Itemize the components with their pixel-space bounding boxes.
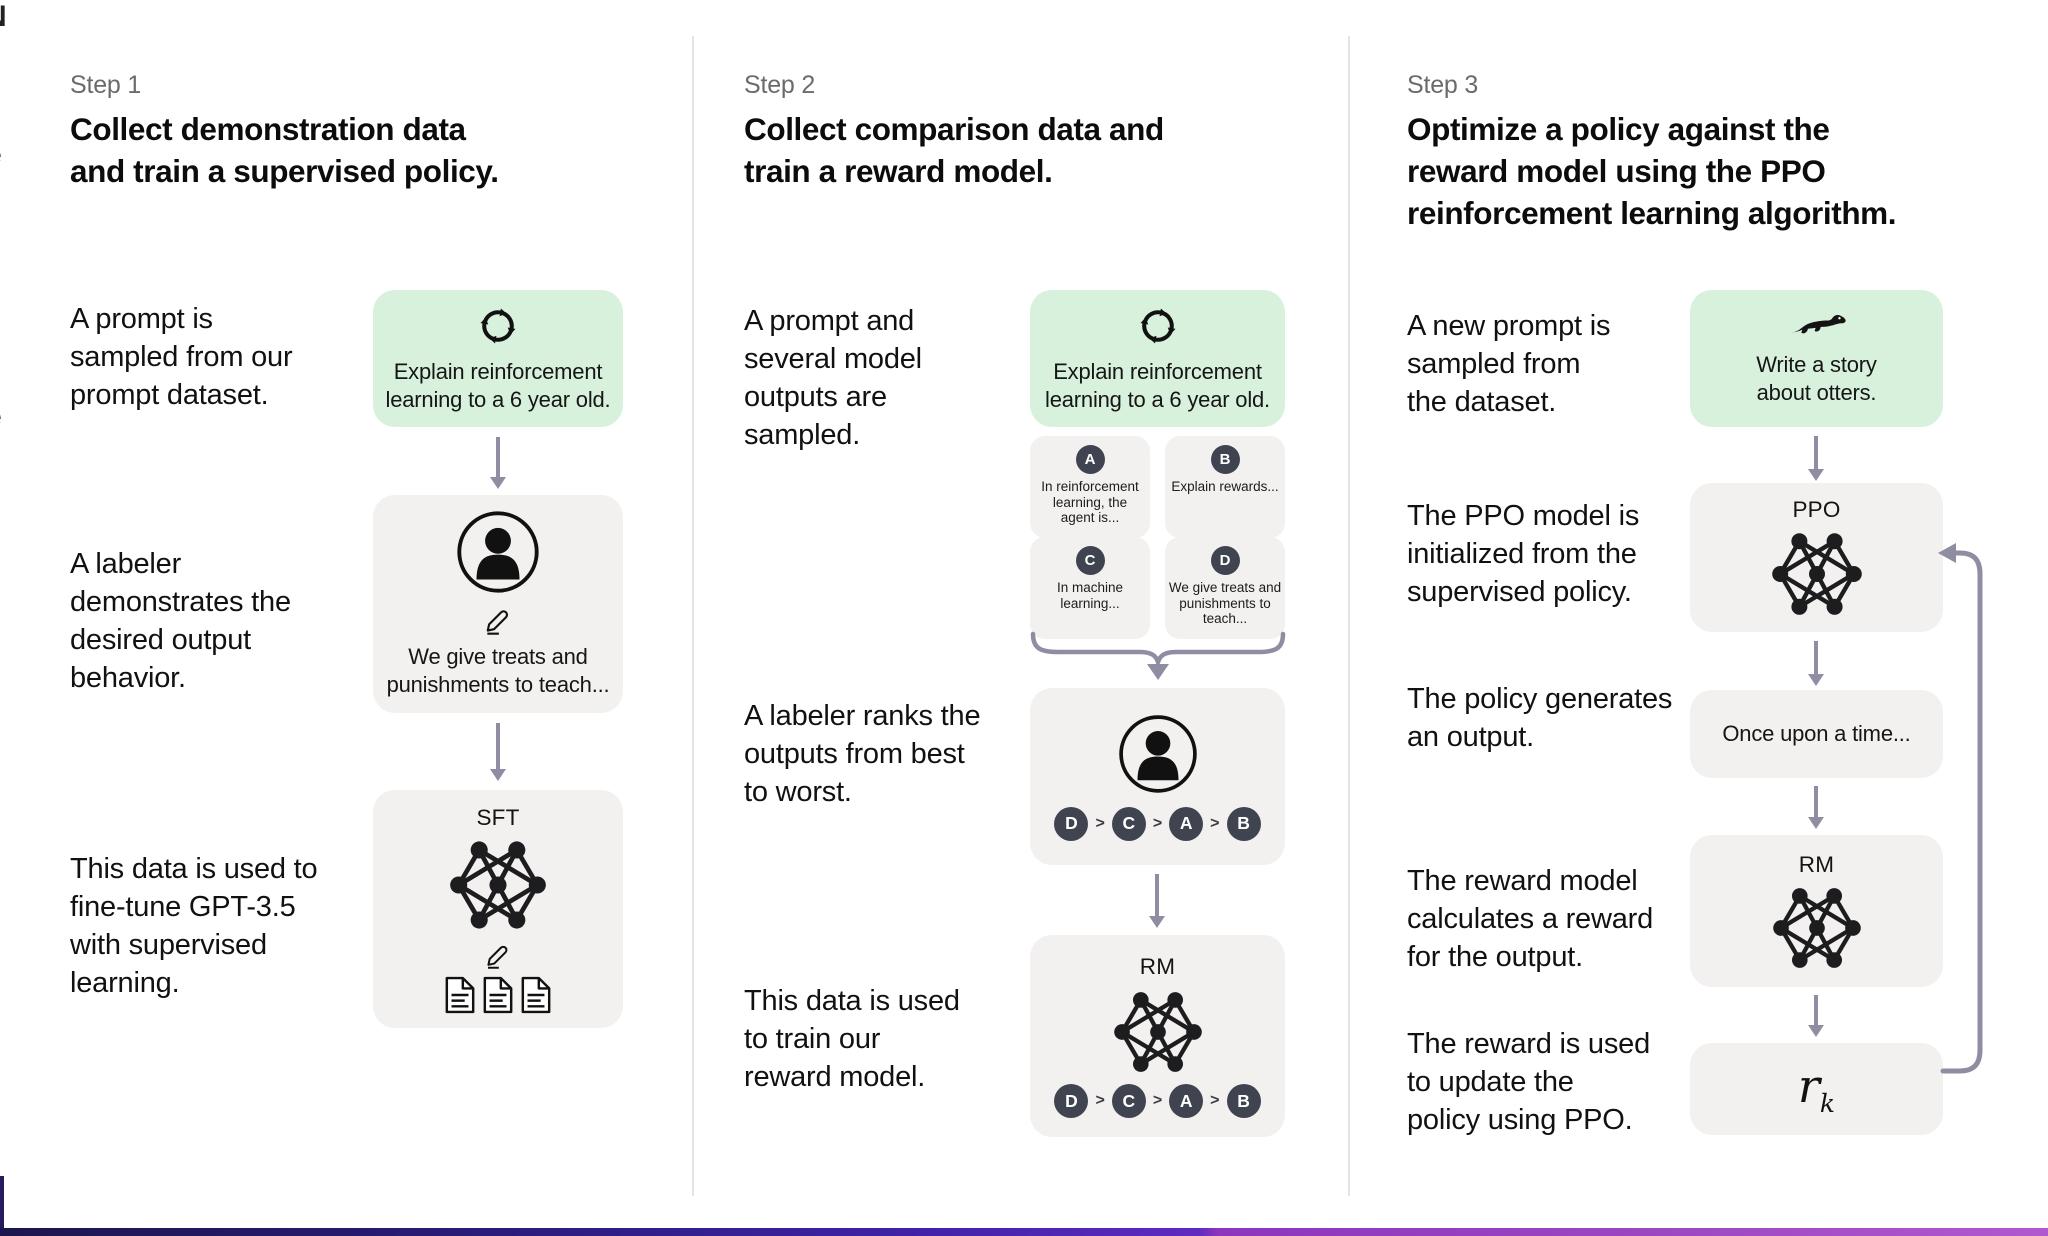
- model-label: PPO: [1792, 497, 1841, 522]
- prompt-box: Explain reinforcement learning to a 6 ye…: [1030, 290, 1285, 427]
- down-arrow: [1808, 995, 1824, 1037]
- ranking-row: D > C > A > B: [1054, 1084, 1261, 1118]
- prompt-text: Write a story about otters.: [1756, 351, 1877, 405]
- model-output-a: A In reinforcement learning, the agent i…: [1030, 436, 1150, 538]
- step-paragraph: A labeler demonstrates the desired outpu…: [70, 548, 291, 694]
- step-paragraph: A labeler ranks the outputs from best to…: [744, 700, 981, 808]
- step-paragraph: A new prompt is sampled from the dataset…: [1407, 310, 1611, 418]
- sft-model-box: SFT: [373, 790, 623, 1028]
- column-divider: [692, 36, 694, 1196]
- down-arrow: [490, 723, 506, 781]
- bottom-gradient-bar: [0, 1228, 2048, 1236]
- person-icon: [1118, 714, 1197, 793]
- prompt-box: Write a story about otters.: [1690, 290, 1943, 427]
- step-label: Step 1: [70, 71, 142, 99]
- down-arrow: [1808, 786, 1824, 829]
- step-paragraph: This data is used to train our reward mo…: [744, 985, 960, 1093]
- model-label: SFT: [476, 804, 520, 830]
- model-label: RM: [1139, 954, 1176, 979]
- prompt-text: Explain reinforcement learning to a 6 ye…: [1045, 358, 1270, 412]
- page-edge-text-fragment: N: [0, 0, 7, 34]
- pencil-icon: [487, 945, 508, 969]
- prompt-text: Explain reinforcement learning to a 6 ye…: [385, 358, 611, 412]
- reward-value-box: rk: [1690, 1043, 1943, 1135]
- step-paragraph: The policy generates an output.: [1407, 683, 1673, 753]
- down-arrow: [1149, 874, 1165, 928]
- document-icon: [445, 976, 475, 1013]
- document-icon: [521, 976, 551, 1013]
- page-edge-line: [0, 1176, 4, 1230]
- down-arrow: [490, 437, 506, 489]
- person-icon: [457, 511, 539, 593]
- output-badge: B: [1210, 445, 1240, 474]
- step-paragraph: The reward is used to update the policy …: [1407, 1028, 1651, 1136]
- neural-network-icon: [1110, 989, 1206, 1075]
- page-edge-text-fragment: r: [0, 483, 7, 517]
- page-edge-text-fragment: e: [0, 138, 7, 172]
- cycle-icon: [476, 304, 520, 348]
- page-edge-text-fragment: t: [0, 296, 7, 330]
- output-badge: D: [1210, 546, 1240, 575]
- down-arrow: [1808, 436, 1824, 481]
- model-output-b: B Explain rewards...: [1165, 436, 1285, 538]
- ranking-row: D > C > A > B: [1054, 806, 1261, 841]
- rm-model-box: RM D > C > A > B: [1030, 935, 1285, 1137]
- output-badge: C: [1075, 546, 1105, 575]
- labeler-demo-text: We give treats and punishments to teach.…: [386, 644, 610, 697]
- model-output-d: D We give treats and punishments to teac…: [1165, 537, 1285, 639]
- step-paragraph: The reward model calculates a reward for…: [1407, 865, 1654, 973]
- step-title: Collect demonstration data and train a s…: [70, 111, 499, 189]
- curly-brace: [1030, 631, 1286, 680]
- model-output-c: C In machine learning...: [1030, 537, 1150, 639]
- ppo-model-box: PPO: [1690, 483, 1943, 632]
- step-paragraph: The PPO model is initialized from the su…: [1407, 500, 1640, 608]
- feedback-loop-arrow: [1938, 543, 1983, 1074]
- neural-network-icon: [446, 838, 550, 932]
- step-label: Step 3: [1407, 71, 1479, 99]
- pencil-icon: [486, 610, 509, 635]
- labeler-ranking-box: D > C > A > B: [1030, 688, 1285, 865]
- document-icon: [483, 976, 513, 1013]
- model-label: RM: [1798, 851, 1835, 877]
- rm-model-box: RM: [1690, 835, 1943, 987]
- documents-row: [444, 976, 552, 1014]
- policy-output-box: Once upon a time...: [1690, 690, 1943, 778]
- step-label: Step 2: [744, 71, 816, 99]
- step-paragraph: A prompt and several model outputs are s…: [744, 305, 922, 451]
- output-badge: A: [1075, 445, 1105, 474]
- step-title: Optimize a policy against the reward mod…: [1407, 111, 1897, 231]
- step-title: Collect comparison data and train a rewa…: [744, 111, 1164, 189]
- reward-symbol: rk: [1797, 1059, 1836, 1119]
- labeler-box: We give treats and punishments to teach.…: [373, 495, 623, 713]
- step-paragraph: A prompt is sampled from our prompt data…: [70, 303, 293, 411]
- otter-icon: [1784, 314, 1846, 333]
- prompt-box: Explain reinforcement learning to a 6 ye…: [373, 290, 623, 427]
- column-divider: [1348, 36, 1350, 1196]
- neural-network-icon: [1769, 885, 1865, 971]
- page-edge-text-fragment: e: [0, 400, 7, 434]
- neural-network-icon: [1768, 530, 1866, 618]
- down-arrow: [1808, 641, 1824, 686]
- cycle-icon: [1136, 304, 1180, 348]
- step-paragraph: This data is used to fine-tune GPT-3.5 w…: [70, 853, 318, 999]
